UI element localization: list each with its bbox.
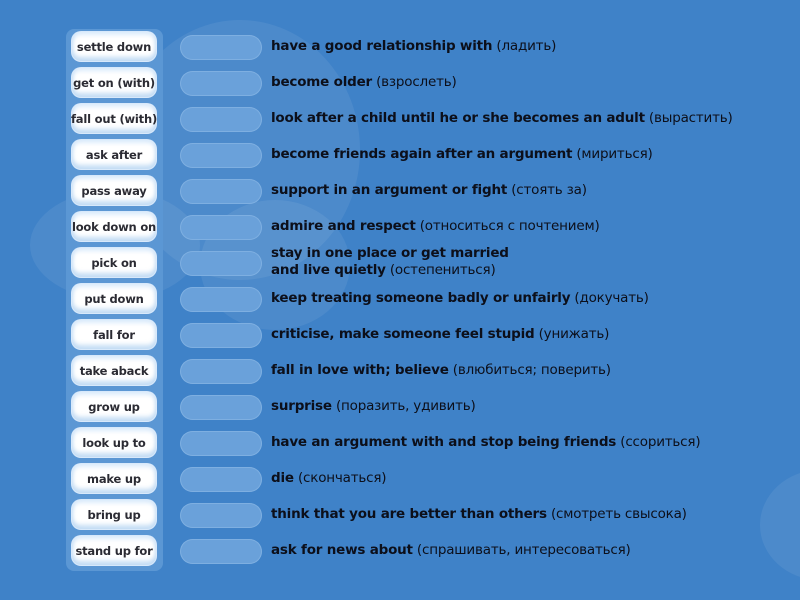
- answer-slot[interactable]: [180, 179, 262, 204]
- clue-text: look after a child until he or she becom…: [271, 110, 733, 127]
- answer-slot[interactable]: [180, 107, 262, 132]
- clue-russian: (мириться): [576, 146, 653, 162]
- word-tile[interactable]: look up to: [72, 428, 156, 457]
- clue-text: keep treating someone badly or unfairly …: [271, 290, 649, 307]
- clue-russian: (скончаться): [297, 470, 387, 486]
- clue-text: fall in love with; believe (влюбиться; п…: [271, 362, 611, 379]
- clue-english: have a good relationship with: [271, 38, 493, 54]
- clue-russian: (остепениться): [389, 262, 496, 278]
- clue-russian: (унижать): [538, 326, 610, 342]
- clue-text: have a good relationship with (ладить): [271, 38, 556, 55]
- clue-text: think that you are better than others (с…: [271, 506, 687, 523]
- answer-slot[interactable]: [180, 431, 262, 456]
- word-tile[interactable]: take aback: [72, 356, 156, 385]
- word-tile[interactable]: stand up for: [72, 536, 156, 565]
- clue-text: die (скончаться): [271, 470, 387, 487]
- answer-slot[interactable]: [180, 395, 262, 420]
- clue-russian: (докучать): [574, 290, 649, 306]
- clue-english: criticise, make someone feel stupid: [271, 326, 535, 342]
- answer-slot[interactable]: [180, 467, 262, 492]
- word-tile[interactable]: get on (with): [72, 68, 156, 97]
- word-tile[interactable]: grow up: [72, 392, 156, 421]
- word-tile[interactable]: look down on: [72, 212, 156, 241]
- clue-english: have an argument with and stop being fri…: [271, 434, 617, 450]
- word-tile[interactable]: pick on: [72, 248, 156, 277]
- background-cloud: [760, 470, 800, 580]
- clue-english: stay in one place or get married: [271, 245, 509, 261]
- clue-text: ask for news about (спрашивать, интересо…: [271, 542, 631, 559]
- clue-english: become older: [271, 74, 372, 90]
- clue-english: keep treating someone badly or unfairly: [271, 290, 571, 306]
- clue-russian: (спрашивать, интересоваться): [416, 542, 631, 558]
- clue-english: support in an argument or fight: [271, 182, 508, 198]
- clue-russian: (взрослеть): [376, 74, 457, 90]
- clue-english: think that you are better than others: [271, 506, 547, 522]
- clue-russian: (смотреть свысока): [550, 506, 687, 522]
- clue-english: ask for news about: [271, 542, 413, 558]
- answer-slot[interactable]: [180, 323, 262, 348]
- clue-russian: (ладить): [496, 38, 557, 54]
- word-tile[interactable]: pass away: [72, 176, 156, 205]
- clue-text: criticise, make someone feel stupid (уни…: [271, 326, 609, 343]
- word-tile[interactable]: put down: [72, 284, 156, 313]
- clue-text: support in an argument or fight (стоять …: [271, 182, 587, 199]
- clue-english: fall in love with; believe: [271, 362, 449, 378]
- word-tile[interactable]: fall for: [72, 320, 156, 349]
- clue-russian: (стоять за): [511, 182, 587, 198]
- answer-slot[interactable]: [180, 359, 262, 384]
- clue-russian: (поразить, удивить): [335, 398, 476, 414]
- answer-slot[interactable]: [180, 215, 262, 240]
- clue-russian: (ссориться): [620, 434, 701, 450]
- clue-english: surprise: [271, 398, 332, 414]
- word-tile[interactable]: ask after: [72, 140, 156, 169]
- answer-slot[interactable]: [180, 71, 262, 96]
- clue-russian: (относиться с почтением): [419, 218, 600, 234]
- answer-slot[interactable]: [180, 539, 262, 564]
- answer-slot[interactable]: [180, 251, 262, 276]
- answer-slot[interactable]: [180, 143, 262, 168]
- word-tile[interactable]: settle down: [72, 32, 156, 61]
- clue-text: admire and respect (относиться с почтени…: [271, 218, 600, 235]
- answer-slot[interactable]: [180, 503, 262, 528]
- word-tile[interactable]: bring up: [72, 500, 156, 529]
- clue-text: become friends again after an argument (…: [271, 146, 653, 163]
- clue-english: become friends again after an argument: [271, 146, 573, 162]
- clue-english: and live quietly: [271, 262, 386, 278]
- word-tile[interactable]: fall out (with): [71, 104, 157, 133]
- word-tile[interactable]: make up: [72, 464, 156, 493]
- clue-text: surprise (поразить, удивить): [271, 398, 476, 415]
- clue-russian: (влюбиться; поверить): [452, 362, 611, 378]
- clue-text: become older (взрослеть): [271, 74, 457, 91]
- answer-slot[interactable]: [180, 35, 262, 60]
- clue-english: die: [271, 470, 294, 486]
- clue-russian: (вырастить): [648, 110, 733, 126]
- answer-slot[interactable]: [180, 287, 262, 312]
- clue-english: look after a child until he or she becom…: [271, 110, 645, 126]
- clue-english: admire and respect: [271, 218, 416, 234]
- clue-text: have an argument with and stop being fri…: [271, 434, 701, 451]
